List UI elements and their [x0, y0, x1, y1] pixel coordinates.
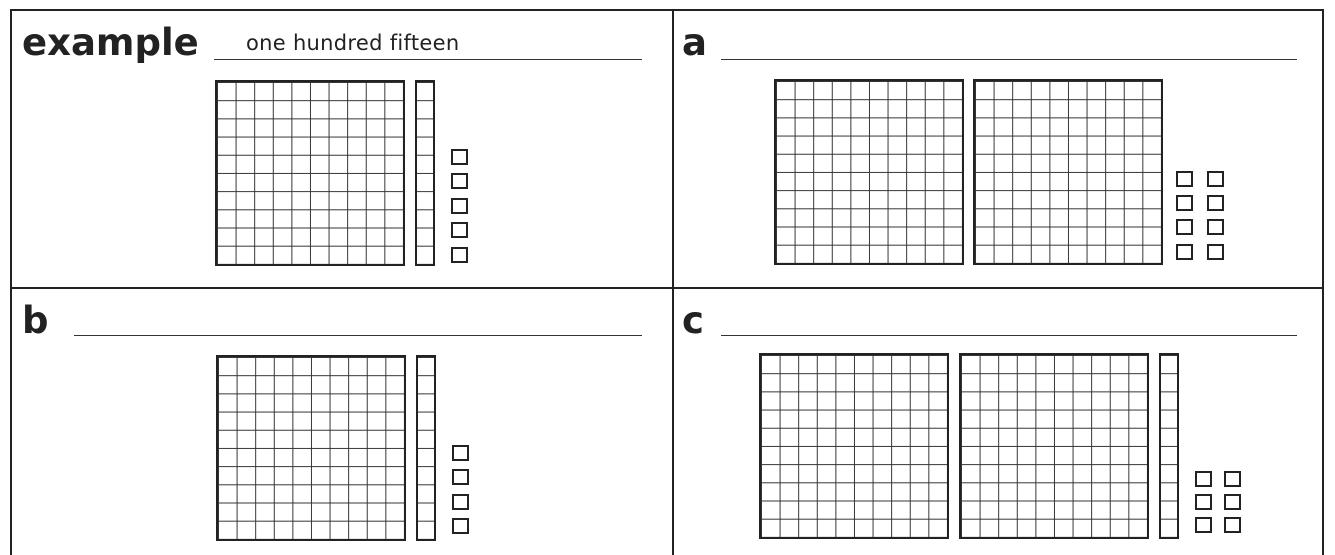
- hundred-flat: [973, 79, 1163, 265]
- panel-label: example: [22, 24, 199, 61]
- hundred-flat: [215, 80, 405, 266]
- unit-cube: [1195, 471, 1212, 487]
- hundred-flat: [774, 79, 964, 265]
- hundred-flat: [959, 353, 1149, 539]
- hundred-flat: [759, 353, 949, 539]
- unit-cube: [451, 173, 468, 189]
- answer-line: [74, 335, 642, 336]
- unit-cube: [451, 222, 468, 238]
- unit-cube: [452, 518, 469, 534]
- panel-label: b: [22, 302, 49, 339]
- answer-line: [721, 59, 1297, 60]
- unit-cube: [1207, 195, 1224, 211]
- hundred-flat: [216, 355, 406, 541]
- answer-text: one hundred fifteen: [246, 33, 459, 54]
- panel-label: a: [682, 24, 707, 61]
- unit-cube: [1176, 244, 1193, 260]
- unit-cube: [1176, 171, 1193, 187]
- unit-cube: [1207, 171, 1224, 187]
- ten-rod: [415, 80, 435, 266]
- unit-cube: [1224, 517, 1241, 533]
- answer-line: [721, 335, 1297, 336]
- ten-rod: [416, 355, 436, 541]
- answer-line: [214, 59, 642, 60]
- unit-cube: [451, 198, 468, 214]
- panel-divider-horizontal: [10, 287, 1324, 289]
- unit-cube: [1176, 195, 1193, 211]
- panel-divider-vertical: [672, 9, 674, 555]
- unit-cube: [1224, 471, 1241, 487]
- unit-cube: [1207, 219, 1224, 235]
- ten-rod: [1159, 353, 1179, 539]
- unit-cube: [452, 445, 469, 461]
- unit-cube: [451, 149, 468, 165]
- unit-cube: [452, 494, 469, 510]
- unit-cube: [452, 469, 469, 485]
- unit-cube: [451, 247, 468, 263]
- unit-cube: [1176, 219, 1193, 235]
- unit-cube: [1195, 517, 1212, 533]
- unit-cube: [1207, 244, 1224, 260]
- unit-cube: [1195, 494, 1212, 510]
- unit-cube: [1224, 494, 1241, 510]
- panel-label: c: [682, 302, 704, 339]
